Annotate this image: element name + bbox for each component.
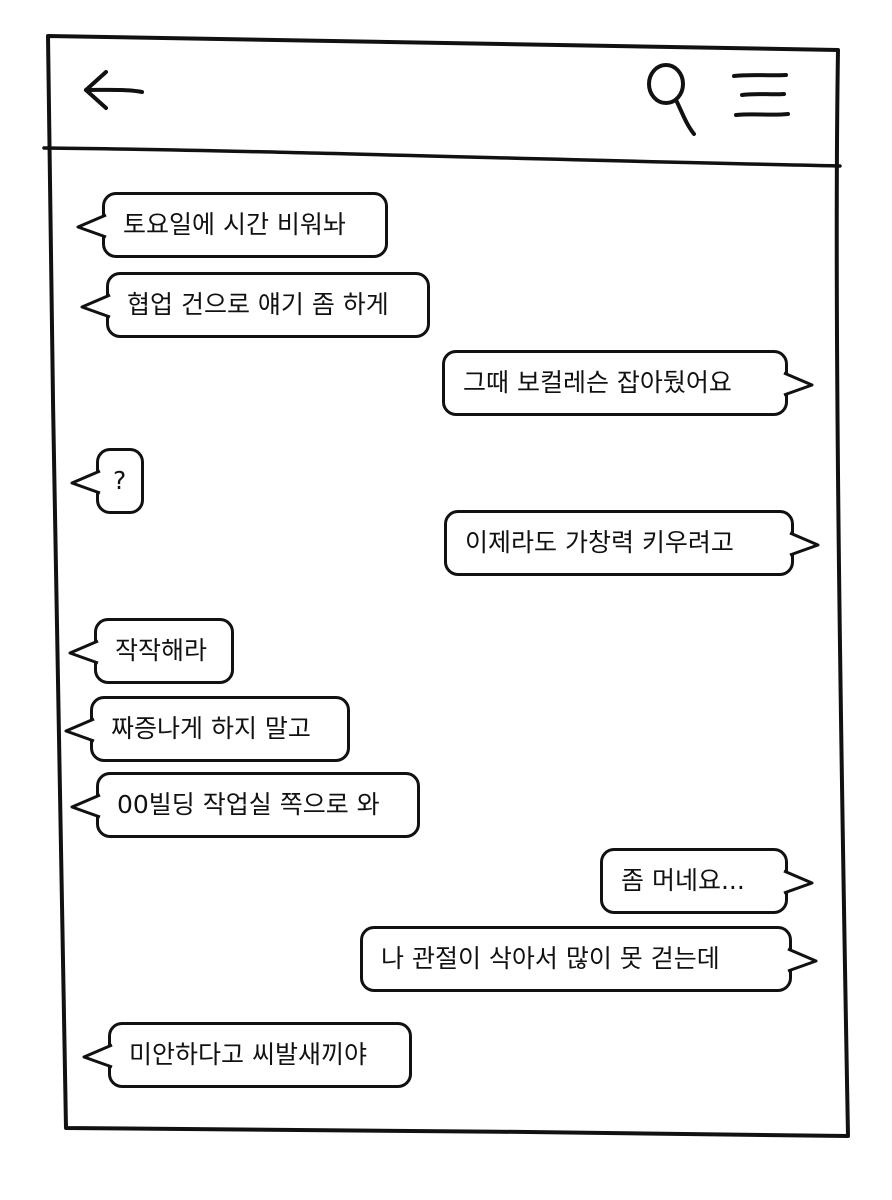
bubble-tail (789, 531, 820, 557)
bubble-tail (783, 869, 814, 895)
message-bubble-incoming: 작작해라 (68, 618, 234, 684)
message-bubble-incoming: 미안하다고 씨발새끼야 (82, 1022, 412, 1088)
message-text: 좀 머네요... (621, 866, 745, 895)
bubble-tail (787, 947, 818, 973)
message-text: 00빌딩 작업실 쪽으로 와 (117, 790, 380, 819)
message-text: 토요일에 시간 비워놔 (123, 210, 346, 239)
message-bubble-outgoing: 나 관절이 삭아서 많이 못 걷는데 (360, 926, 818, 992)
message-text: 짜증나게 하지 말고 (111, 714, 311, 743)
back-arrow-icon (84, 70, 144, 110)
bubble-tail (70, 793, 101, 819)
message-text: 이제라도 가창력 키우려고 (465, 528, 734, 557)
bubble-tail (70, 469, 101, 495)
message-bubble-outgoing: 그때 보컬레슨 잡아뒀어요 (442, 350, 814, 416)
header-divider (42, 146, 842, 168)
search-icon (647, 63, 696, 136)
message-text: 작작해라 (115, 636, 208, 665)
message-bubble-incoming: 00빌딩 작업실 쪽으로 와 (70, 772, 420, 838)
message-bubble-incoming: 토요일에 시간 비워놔 (76, 192, 388, 258)
bubble-tail (783, 371, 814, 397)
bubble-tail (64, 717, 95, 743)
menu-icon (732, 73, 790, 117)
message-bubble-outgoing: 좀 머네요... (600, 848, 814, 914)
back-button[interactable] (80, 66, 146, 116)
message-bubble-incoming: 협업 건으로 얘기 좀 하게 (80, 272, 430, 338)
message-text: ? (113, 466, 127, 495)
message-text: 미안하다고 씨발새끼야 (129, 1040, 367, 1069)
message-text: 협업 건으로 얘기 좀 하게 (127, 290, 389, 319)
bubble-tail (82, 1043, 113, 1069)
message-bubble-incoming: ? (70, 448, 144, 514)
bubble-tail (68, 639, 99, 665)
message-text: 그때 보컬레슨 잡아뒀어요 (463, 368, 732, 397)
message-bubble-incoming: 짜증나게 하지 말고 (64, 696, 350, 762)
search-button[interactable] (642, 60, 704, 142)
message-bubble-outgoing: 이제라도 가창력 키우려고 (444, 510, 820, 576)
bubble-tail (76, 213, 107, 239)
frame-outline (46, 34, 850, 1138)
menu-button[interactable] (726, 68, 792, 124)
message-text: 나 관절이 삭아서 많이 못 걷는데 (381, 944, 720, 973)
bubble-tail (80, 293, 111, 319)
